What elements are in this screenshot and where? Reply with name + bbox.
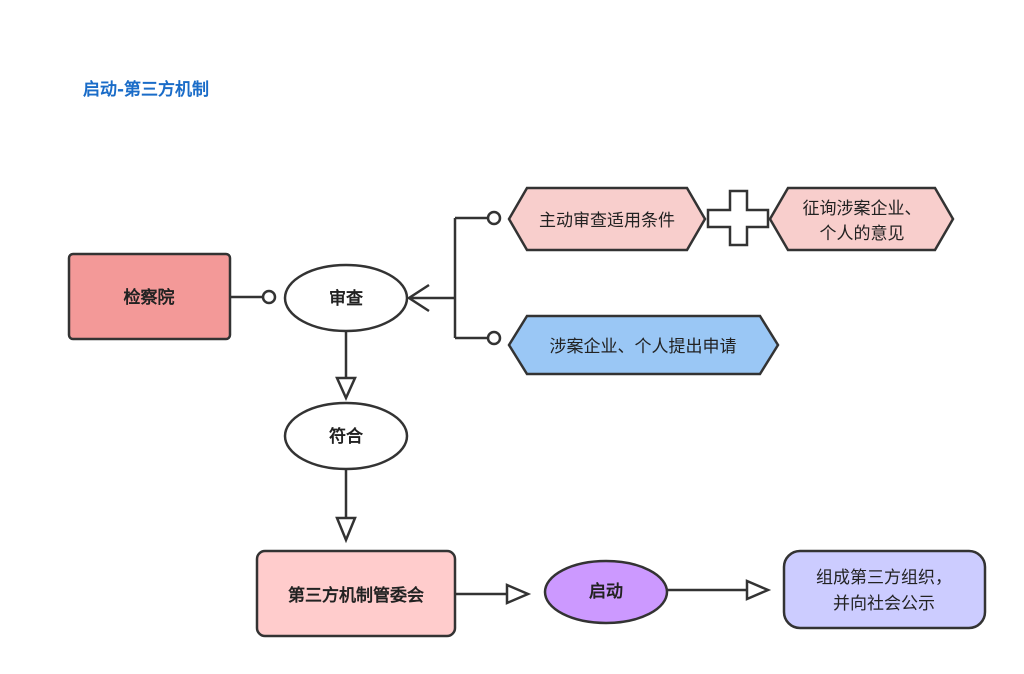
arrow-head <box>335 376 357 402</box>
arrow-review-qualified <box>335 331 357 402</box>
node-review: 审查 <box>283 263 409 333</box>
qualified-label: 符合 <box>329 426 364 447</box>
arrow-start-form-org <box>667 579 772 601</box>
branch-bottom-circle <box>486 330 502 346</box>
plus-icon <box>706 189 770 247</box>
form-org-label-line-2: 并向社会公示 <box>833 594 935 614</box>
node-form-org: 组成第三方组织， 并向社会公示 <box>782 549 987 630</box>
start-label: 启动 <box>589 581 623 602</box>
solicit-opinion-label-line-2: 个人的意见 <box>820 224 905 244</box>
node-application: 涉案企业、个人提出申请 <box>507 314 780 376</box>
solicit-opinion-label-line-1: 征询涉案企业、 <box>803 199 922 219</box>
application-label: 涉案企业、个人提出申请 <box>550 337 737 357</box>
node-qualified: 符合 <box>283 401 409 471</box>
connector-circle-end <box>261 289 277 305</box>
open-arrow-head <box>406 283 430 313</box>
node-start: 启动 <box>543 559 669 625</box>
arrow-head <box>505 583 532 605</box>
start-ellipse <box>543 559 669 625</box>
committee-box <box>255 549 457 638</box>
arrow-head <box>745 579 772 601</box>
node-active-review: 主动审查适用条件 <box>507 186 707 252</box>
connector-branches-review <box>406 210 502 346</box>
form-org-box <box>782 549 987 630</box>
application-hexagon <box>507 314 780 376</box>
connector-procuratorate-review <box>230 289 277 305</box>
page-title: 启动-第三方机制 <box>83 80 210 100</box>
active-review-label: 主动审查适用条件 <box>539 211 675 231</box>
node-solicit-opinion: 征询涉案企业、 个人的意见 <box>768 186 955 252</box>
committee-label: 第三方机制管委会 <box>288 585 424 606</box>
qualified-ellipse <box>283 401 409 471</box>
form-org-label-line-1: 组成第三方组织， <box>816 568 952 588</box>
solicit-opinion-hexagon <box>768 186 955 252</box>
active-review-hexagon <box>507 186 707 252</box>
procuratorate-box <box>67 252 232 341</box>
arrow-head <box>335 516 357 544</box>
branch-top-circle <box>486 210 502 226</box>
node-procuratorate: 检察院 <box>67 252 232 341</box>
arrow-committee-start <box>455 583 532 605</box>
arrow-qualified-committee <box>335 469 357 544</box>
node-committee: 第三方机制管委会 <box>255 549 457 638</box>
procuratorate-label: 检察院 <box>124 287 175 308</box>
review-label: 审查 <box>329 288 364 309</box>
review-ellipse <box>283 263 409 333</box>
